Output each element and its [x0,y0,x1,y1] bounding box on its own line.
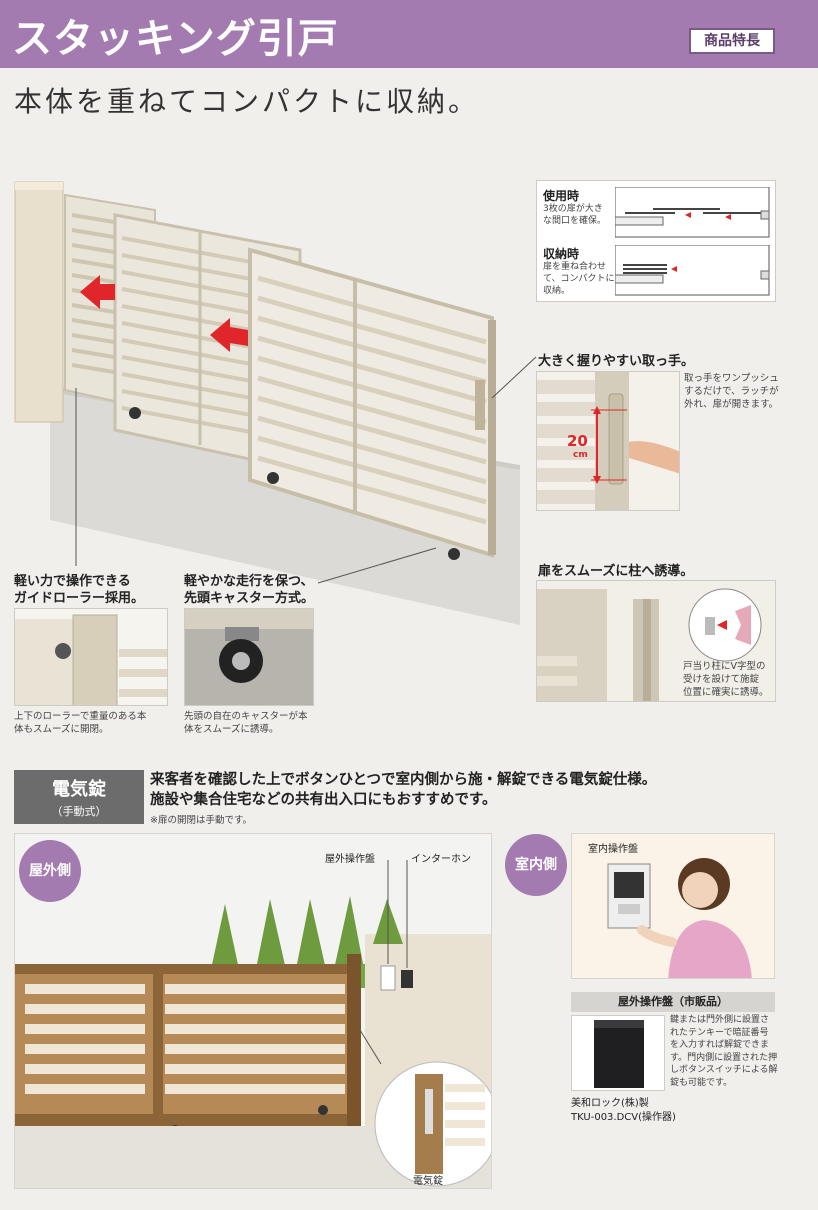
in-use-diagram [615,187,770,238]
guide-desc: 戸当り柱にV字型の受けを設けて施錠位置に確実に誘導。 [683,661,769,698]
callout-lines [75,356,537,584]
handle-title: 大きく握りやすい取っ手。 [538,354,695,369]
inside-badge: 室内側 [505,834,567,896]
stacking-gate-illustration [14,181,520,625]
slide-arrow-icon [80,275,115,309]
slide-arrow-icon [210,318,248,352]
caster-title: 軽やかな走行を保つ、先頭キャスター方式。 [184,574,315,606]
outdoor-panel-title: 屋外操作盤（市販品） [571,992,775,1012]
roller-photo [14,608,168,706]
guide-photo [536,580,776,702]
outside-badge: 屋外側 [19,840,81,902]
caster-icon [267,472,279,484]
stored-diagram [615,245,770,296]
dimension-unit: cm [573,450,588,460]
stored-label: 収納時 [543,247,580,261]
gate-panel-front [248,247,496,558]
dimension-value: 20 [567,432,588,450]
page-subtitle: 本体を重ねてコンパクトに収納。 [14,85,480,118]
inside-photo: 室内操作盤 [571,833,775,979]
page-title: スタッキング引戸 [12,16,339,62]
roller-desc: 上下のローラーで重量のある本体もスムーズに開閉。 [14,711,147,735]
caster-icon [129,407,141,419]
handle-photo: 20 cm [536,371,680,511]
outdoor-panel-model: 美和ロック(株)製 TKU-003.DCV(操作器) [571,1098,676,1123]
handle-desc: 取っ手をワンプッシュするだけで、ラッチが外れ、扉が開きます。 [684,373,779,410]
header-band [0,0,818,68]
in-use-label: 使用時 [543,189,580,203]
electric-lock-note: ※扉の開閉は手動です。 [150,815,253,826]
electric-lock-title: 電気錠 [52,779,106,800]
outdoor-panel-desc: 鍵または門外側に設置されたテンキーで暗証番号を入力すれば解錠できま す。門内側に… [670,1015,778,1088]
electric-lock-label: 電気錠 [413,1176,443,1187]
inside-panel-label: 室内操作盤 [588,844,638,855]
stored-desc: 扉を重ね合わせて、コンパクトに収納。 [543,262,615,296]
usage-diagram: 使用時 3枚の扉が大きな間口を確保。 収納時 扉を重ね合わせて、コンパクトに収納… [536,180,776,302]
outside-photo: 屋外側 屋外操作盤 インターホン 電気錠 [14,833,492,1189]
in-use-desc: 3枚の扉が大きな間口を確保。 [543,204,607,226]
caster-icon [448,548,460,560]
electric-lock-band: 電気錠 （手動式） [14,770,144,824]
guide-title: 扉をスムーズに柱へ誘導。 [538,564,694,579]
electric-lock-desc: 来客者を確認した上でボタンひとつで室内側から施・解錠できる電気錠仕様。施設や集合… [150,772,657,808]
electric-lock-subtitle: （手動式） [51,805,107,818]
caster-desc: 先頭の自在のキャスターが本体をスムーズに誘導。 [184,711,308,735]
feature-badge: 商品特長 [689,28,775,54]
roller-title: 軽い力で操作できるガイドローラー採用。 [14,574,145,606]
intercom-label: インターホン [411,854,471,865]
outside-panel-label: 屋外操作盤 [325,854,375,865]
caster-photo [184,608,314,706]
outdoor-panel-photo [571,1015,665,1091]
